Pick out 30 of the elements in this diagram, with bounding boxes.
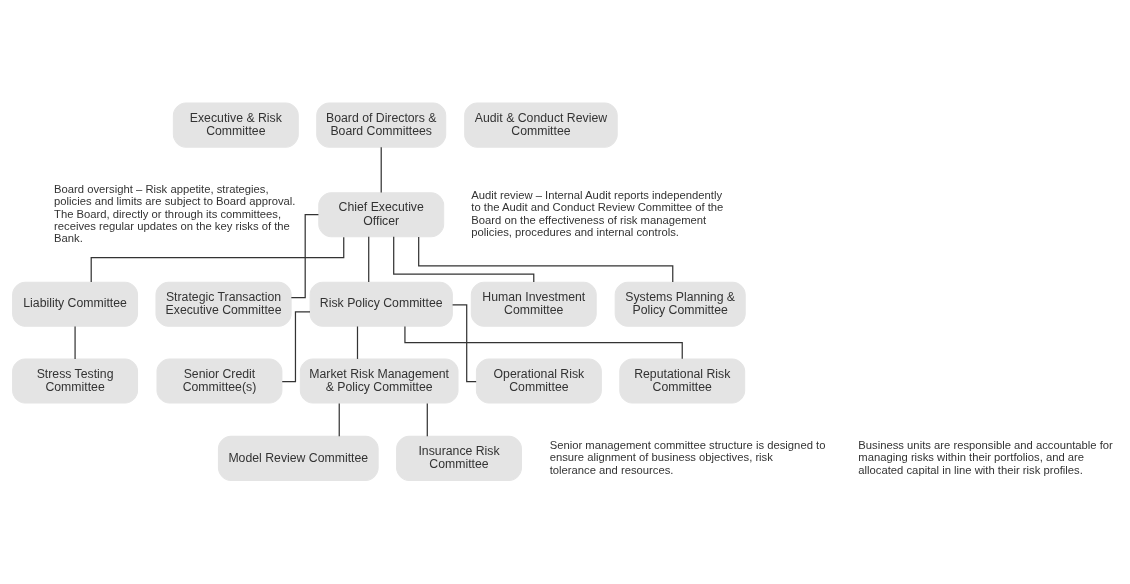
node-box: Chief Executive Officer bbox=[318, 192, 445, 238]
connector bbox=[426, 402, 428, 437]
node-box: Operational Risk Committee bbox=[475, 358, 602, 404]
node-box: Human Investment Committee bbox=[470, 281, 597, 327]
connector bbox=[418, 236, 674, 283]
label: Senior management committee structure is designed to ensure alignment of business objectives, risk tolerance and resources. bbox=[549, 438, 826, 476]
connector bbox=[368, 236, 370, 283]
node-box: Risk Policy Committee bbox=[309, 281, 453, 327]
node-box: Systems Planning & Policy Committee bbox=[614, 281, 746, 327]
node-box: Market Risk Management & Policy Committee bbox=[299, 358, 459, 404]
node-box: Board of Directors & Board Committees bbox=[316, 102, 447, 148]
node-box: Senior Credit Committee(s) bbox=[156, 358, 283, 404]
connector bbox=[393, 236, 535, 283]
node-box: Insurance Risk Committee bbox=[396, 435, 522, 481]
label: Board oversight – Risk appetite, strategies, policies and limits are subject to Board approval. The Board, directly or through its committees, receives regular updates on the key risks of the Bank. bbox=[54, 182, 296, 245]
connector bbox=[338, 402, 340, 437]
label: Audit review – Internal Audit reports independently to the Audit and Conduct Review Committee of the Board on the effectiveness of risk management policies, procedures and internal controls. bbox=[471, 189, 724, 238]
connector bbox=[404, 326, 683, 360]
node-box: Executive & Risk Committee bbox=[172, 102, 299, 148]
node-box: Reputational Risk Committee bbox=[619, 358, 746, 404]
node-box: Strategic Transaction Executive Committee bbox=[155, 281, 292, 327]
connector bbox=[90, 236, 345, 283]
node-box: Stress Testing Committee bbox=[12, 358, 139, 404]
connector bbox=[74, 325, 76, 360]
node-box: Liability Committee bbox=[12, 281, 139, 327]
node-box: Model Review Committee bbox=[217, 435, 379, 481]
connector bbox=[356, 325, 359, 360]
node-box: Audit & Conduct Review Committee bbox=[464, 102, 618, 148]
label: Business units are responsible and accountable for managing risks within their portfolios, and are allocated capital in line with their risk profiles. bbox=[858, 438, 1113, 476]
connector bbox=[380, 146, 382, 194]
